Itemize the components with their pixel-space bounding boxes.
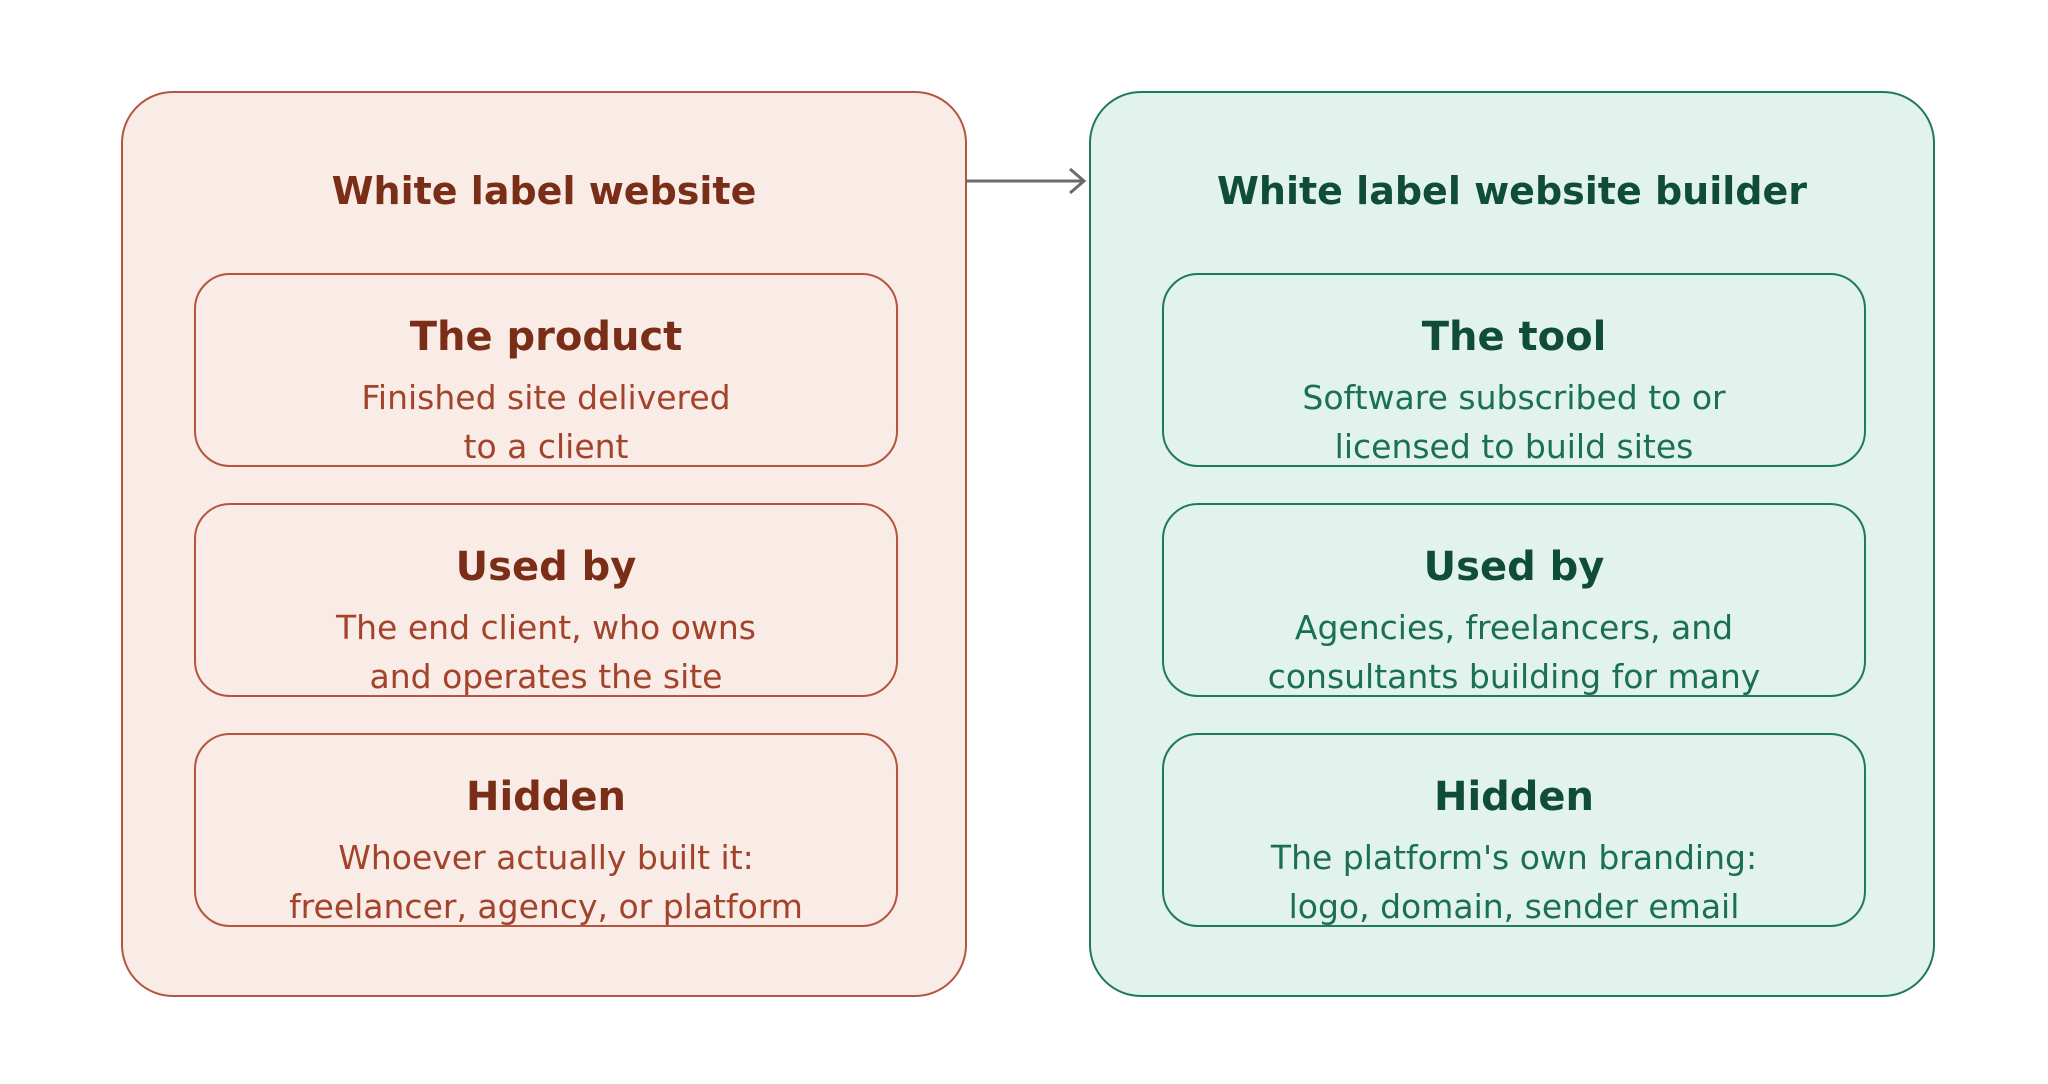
card-hidden: Hidden The platform's own branding: logo… [1162, 733, 1866, 927]
card-the-product: The product Finished site delivered to a… [194, 273, 898, 467]
card-title: The tool [1421, 314, 1607, 360]
card-used-by: Used by Agencies, freelancers, and consu… [1162, 503, 1866, 697]
card-the-tool: The tool Software subscribed to or licen… [1162, 273, 1866, 467]
white-label-website-panel: White label website The product Finished… [121, 91, 967, 997]
card-title: Used by [1423, 544, 1605, 590]
card-text-line-1: Whoever actually built it: [338, 838, 754, 877]
card-title: Used by [455, 544, 637, 590]
card-text-line-2: consultants building for many [1267, 657, 1761, 696]
card-text-line-1: The end client, who owns [335, 608, 756, 647]
card-title: The product [409, 314, 683, 360]
panel-title: White label website [331, 169, 757, 213]
card-used-by: Used by The end client, who owns and ope… [194, 503, 898, 697]
card-title: Hidden [1433, 774, 1595, 820]
right-arrow-icon [966, 167, 1087, 195]
card-text-line-1: Finished site delivered [361, 378, 731, 417]
card-text-line-1: Software subscribed to or [1302, 378, 1726, 417]
card-text-line-2: logo, domain, sender email [1288, 887, 1740, 926]
card-text-line-2: licensed to build sites [1334, 427, 1694, 466]
card-text-line-2: and operates the site [369, 657, 723, 696]
card-text-line-1: Agencies, freelancers, and [1294, 608, 1734, 647]
white-label-website-builder-panel: White label website builder The tool Sof… [1089, 91, 1935, 997]
card-hidden: Hidden Whoever actually built it: freela… [194, 733, 898, 927]
panel-title: White label website builder [1217, 169, 1807, 213]
arrow-head [1069, 167, 1087, 195]
card-text-line-1: The platform's own branding: [1270, 838, 1758, 877]
card-text-line-2: to a client [463, 427, 629, 466]
card-text-line-2: freelancer, agency, or platform [289, 887, 803, 926]
card-title: Hidden [465, 774, 627, 820]
